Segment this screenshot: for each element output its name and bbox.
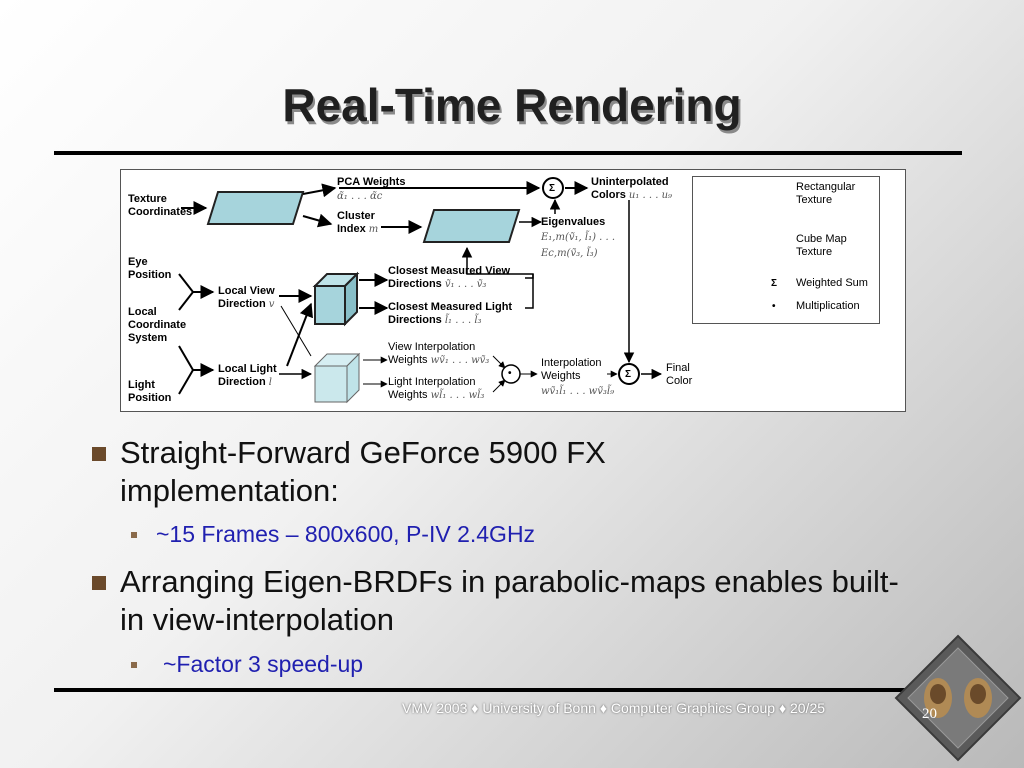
legend-mult-symbol: • — [772, 301, 776, 312]
footer-group: Computer Graphics Group — [610, 700, 776, 716]
legend-sum-symbol: Σ — [771, 278, 778, 289]
sub-bullet-1: ~15 Frames – 800x600, P-IV 2.4GHz — [156, 521, 536, 547]
legend-weighted-sum: Weighted Sum — [796, 277, 868, 289]
sub-bullet-mark-1 — [131, 532, 137, 538]
math-light-interp: wl̃₁ . . . wl̃₃ — [430, 390, 485, 401]
math-eigenvalues-1: E₁,m(ṽ₁, l̃₁) . . . — [541, 232, 616, 243]
legend-multiplication: Multiplication — [796, 300, 860, 312]
footer-org: University of Bonn — [482, 700, 596, 716]
footer-separator-3: ♦ — [778, 700, 787, 716]
footer-venue: VMV 2003 — [402, 700, 468, 716]
math-pca-weights: α̃₁ . . . α̃c — [337, 191, 383, 202]
bullet-1: Straight-Forward GeForce 5900 FX impleme… — [120, 435, 606, 508]
label-interp-weights: Interpolation Weights — [541, 357, 602, 382]
university-seal-logo — [894, 634, 1022, 762]
math-local-view: v — [268, 299, 275, 310]
rendering-pipeline-diagram: Σ • Σ Σ • Texture Coordinates Eye Positi… — [120, 169, 906, 412]
bullet-mark-1 — [92, 447, 106, 461]
sum-symbol-top: Σ — [549, 183, 556, 194]
sub-bullet-2: ~Factor 3 speed-up — [163, 651, 364, 677]
footer-divider — [54, 688, 962, 692]
math-closest-view: ṽ₁ . . . ṽ₃ — [444, 279, 487, 290]
footer-separator-2: ♦ — [599, 700, 607, 716]
sum-node-top — [542, 177, 564, 199]
label-light-position: Light Position — [128, 379, 172, 404]
label-view-interp-weights: View Interpolation Weights wṽ₁ . . . wṽ₃ — [388, 341, 490, 366]
label-pca-weights: PCA Weights — [337, 176, 406, 188]
math-local-light: l — [268, 377, 272, 388]
label-light-interp-weights: Light Interpolation Weights wl̃₁ . . . w… — [388, 376, 485, 401]
bullet-mark-2 — [92, 576, 106, 590]
math-closest-light: l̃₁ . . . l̃₃ — [444, 315, 482, 326]
math-eigenvalues-2: Ec,m(ṽ₃, l̃₃) — [541, 248, 598, 259]
label-closest-view: Closest Measured View Directions ṽ₁ . . … — [388, 265, 511, 290]
label-local-view-direction: Local View Direction v — [218, 285, 275, 310]
title-divider — [54, 151, 962, 155]
label-local-light-direction: Local Light Direction l — [218, 363, 277, 388]
bullet-2: Arranging Eigen-BRDFs in parabolic-maps … — [120, 564, 899, 637]
cube-shape-view — [312, 271, 360, 327]
texture-shape-eigen — [422, 209, 521, 243]
sub-bullet-mark-2 — [131, 662, 137, 668]
seal-page-number: 20 — [922, 706, 937, 722]
math-view-interp: wṽ₁ . . . wṽ₃ — [430, 355, 490, 366]
math-interp-weights: wṽ₁l̃₁ . . . wṽ₃l̃₉ — [541, 386, 615, 397]
label-cluster-index: Cluster Index m — [337, 210, 379, 235]
label-local-coordinate-system: Local Coordinate System — [128, 306, 187, 344]
label-closest-light: Closest Measured Light Directions l̃₁ . … — [388, 301, 513, 326]
legend-cube-map: Cube Map Texture — [796, 233, 847, 258]
slide-footer: VMV 2003 ♦ University of Bonn ♦ Computer… — [402, 700, 825, 716]
cube-shape-light — [313, 352, 361, 404]
footer-separator-1: ♦ — [471, 700, 479, 716]
multiply-node — [501, 364, 521, 384]
label-final-color: Final Color — [666, 362, 693, 387]
mult-symbol: • — [508, 368, 512, 379]
label-texture-coordinates: Texture Coordinates — [128, 193, 193, 218]
math-uninterpolated: u₁ . . . u₉ — [628, 190, 673, 201]
label-uninterpolated-colors: Uninterpolated Colors u₁ . . . u₉ — [591, 176, 673, 201]
slide-title: Real-Time Rendering — [282, 79, 742, 131]
sum-symbol-final: Σ — [625, 369, 632, 380]
texture-shape-coordinates — [206, 191, 305, 225]
label-eigenvalues: Eigenvalues — [541, 216, 606, 228]
math-cluster-index: m — [368, 224, 379, 235]
sum-node-final — [618, 363, 640, 385]
diagram-legend — [692, 176, 880, 324]
label-eye-position: Eye Position — [128, 256, 172, 281]
legend-rect-texture: Rectangular Texture — [796, 181, 856, 206]
footer-page: 20/25 — [789, 700, 826, 716]
